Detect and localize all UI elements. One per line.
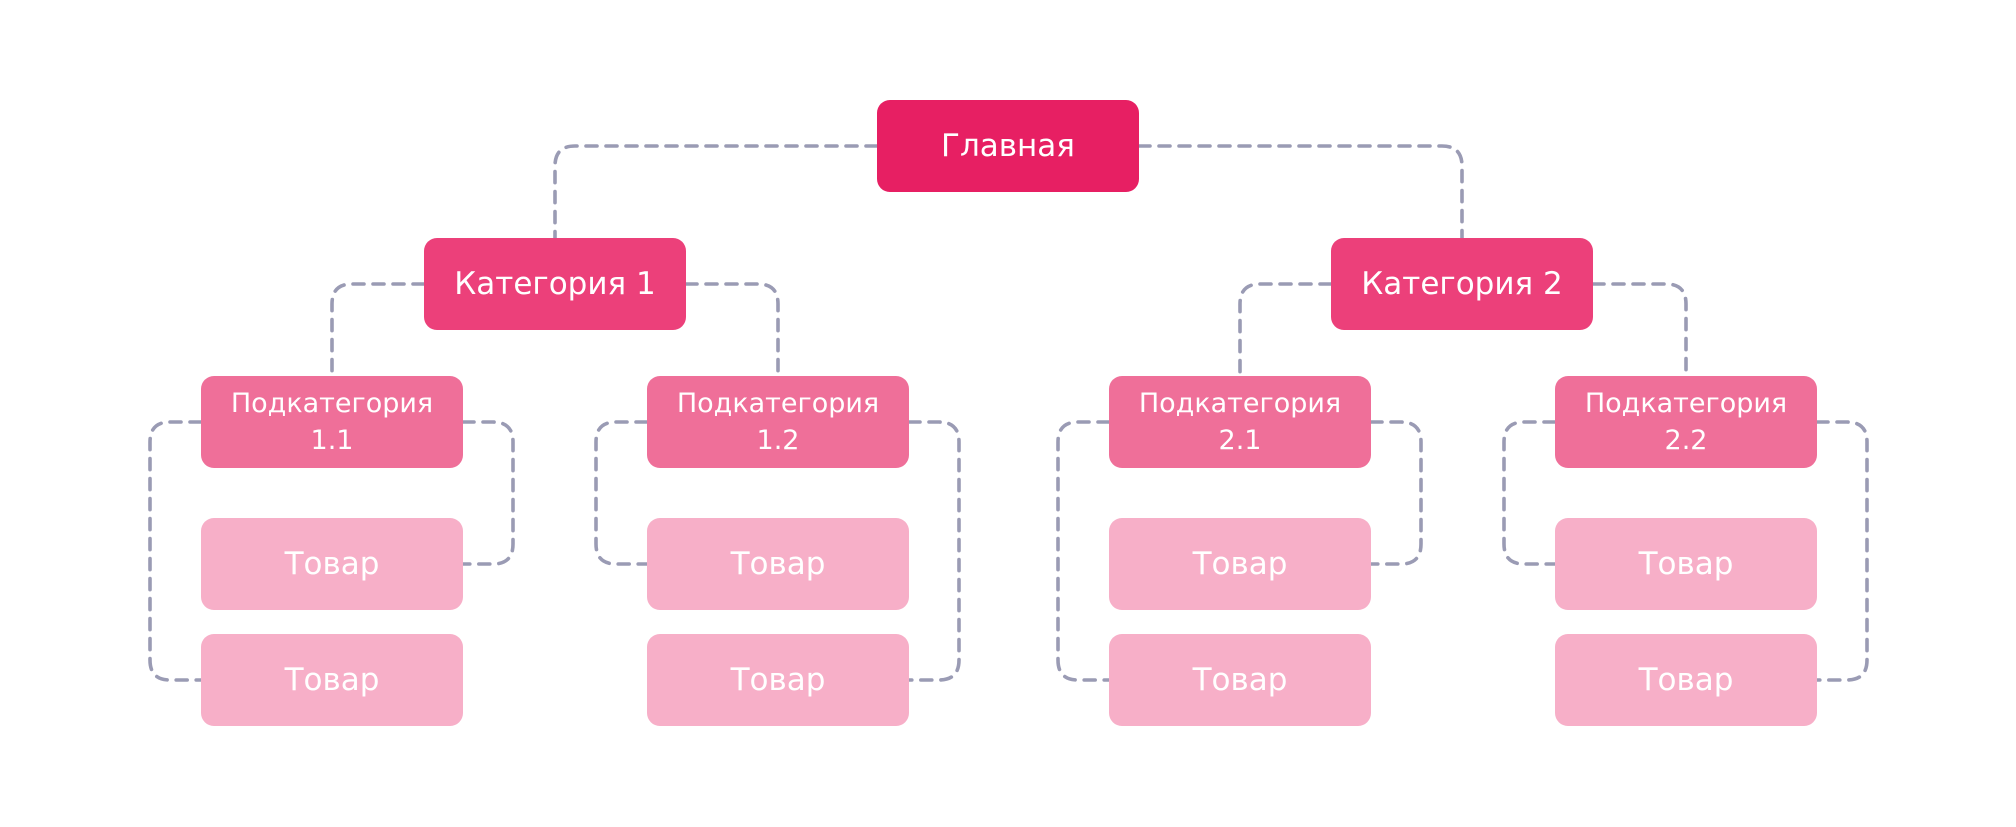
subcategory-2-2-label: Подкатегория 2.2 [1584, 388, 1788, 456]
subcategory-2-1-node: Подкатегория 2.1 [1109, 376, 1371, 468]
product-1-1-1-node: Товар [201, 518, 463, 610]
connector-root-to-category-2 [1137, 144, 1464, 240]
connector-subcategory-2-2-to-product-1 [1502, 420, 1557, 566]
connector-subcategory-1-2-to-product-1 [594, 420, 649, 566]
subcategory-2-2-node: Подкатегория 2.2 [1555, 376, 1817, 468]
product-2-1-1-node: Товар [1109, 518, 1371, 610]
connector-subcategory-2-1-to-product-2 [1056, 420, 1111, 682]
product-1-2-2-node: Товар [647, 634, 909, 726]
category-1-node: Категория 1 [424, 238, 686, 330]
subcategory-2-1-label: Подкатегория 2.1 [1138, 388, 1342, 456]
subcategory-1-1-label: Подкатегория 1.1 [230, 388, 434, 456]
product-label: Товар [1638, 662, 1734, 698]
product-label: Товар [284, 546, 380, 582]
product-label: Товар [730, 662, 826, 698]
connector-subcategory-2-1-to-product-1 [1369, 420, 1423, 566]
connector-subcategory-1-1-to-product-2 [148, 420, 203, 682]
product-2-2-2-node: Товар [1555, 634, 1817, 726]
product-2-1-2-node: Товар [1109, 634, 1371, 726]
product-1-2-1-node: Товар [647, 518, 909, 610]
category-2-label: Категория 2 [1361, 266, 1563, 302]
connector-category-1-to-subcategory-1-1 [330, 282, 426, 378]
connector-category-2-to-subcategory-2-1 [1238, 282, 1333, 378]
subcategory-1-2-label: Подкатегория 1.2 [676, 388, 880, 456]
subcategory-1-1-node: Подкатегория 1.1 [201, 376, 463, 468]
product-label: Товар [1192, 546, 1288, 582]
root-node: Главная [877, 100, 1139, 192]
subcategory-1-2-node: Подкатегория 1.2 [647, 376, 909, 468]
connector-root-to-category-1 [553, 144, 879, 240]
category-1-label: Категория 1 [454, 266, 656, 302]
product-1-1-2-node: Товар [201, 634, 463, 726]
connector-category-1-to-subcategory-1-2 [684, 282, 780, 378]
product-label: Товар [284, 662, 380, 698]
product-label: Товар [730, 546, 826, 582]
product-label: Товар [1638, 546, 1734, 582]
category-2-node: Категория 2 [1331, 238, 1593, 330]
product-2-2-1-node: Товар [1555, 518, 1817, 610]
connector-subcategory-1-2-to-product-2 [907, 420, 961, 682]
connector-category-2-to-subcategory-2-2 [1591, 282, 1688, 378]
root-label: Главная [941, 128, 1075, 164]
connector-subcategory-2-2-to-product-2 [1815, 420, 1869, 682]
connector-subcategory-1-1-to-product-1 [461, 420, 515, 566]
product-label: Товар [1192, 662, 1288, 698]
